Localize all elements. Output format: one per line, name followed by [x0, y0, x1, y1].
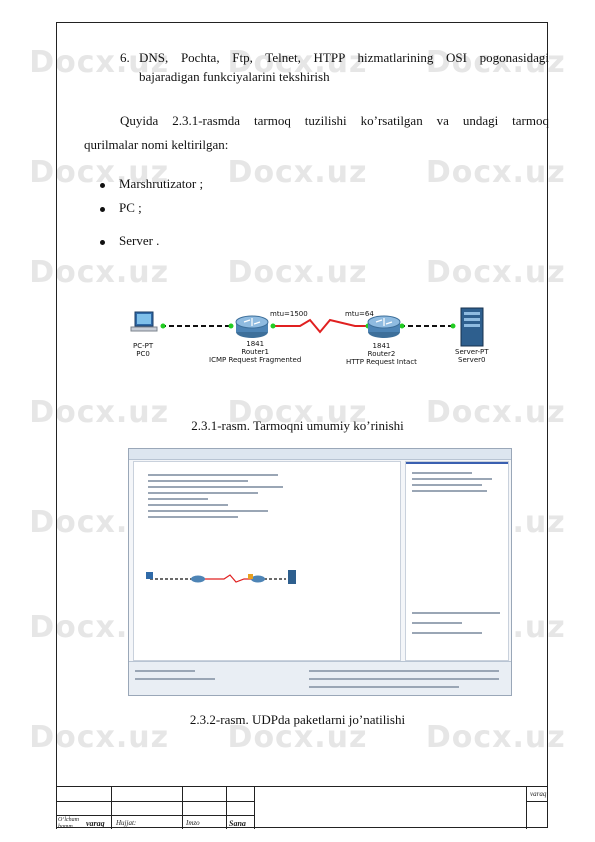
bullet-item: Marshrutizator ; [100, 176, 203, 192]
figure-caption: 2.3.1-rasm. Tarmoqni umumiy ko’rinishi [191, 418, 404, 433]
bullet-icon [100, 182, 105, 188]
sheet-label: varaq [530, 790, 547, 798]
port-dot-icon [228, 323, 234, 329]
port-dot-icon [270, 323, 276, 329]
intro-line: Quyida 2.3.1-rasmda tarmoq tuzilishi ko’… [120, 113, 549, 128]
change-label: hamm [58, 824, 73, 830]
sheet-label: varaq [86, 819, 105, 828]
bullet-item: PC ; [100, 200, 142, 216]
list-number: 6. [120, 50, 130, 65]
mini-topology [146, 570, 296, 584]
signature-label: Imzo [186, 819, 200, 827]
pc-icon [130, 311, 158, 332]
date-label: Sana [229, 819, 246, 828]
event-list-panel [405, 461, 509, 661]
app-toolbar [129, 449, 511, 460]
page-frame [56, 22, 548, 828]
server-icon [460, 307, 484, 347]
link-label: mtu=64 [345, 310, 374, 318]
port-dot-icon [450, 323, 456, 329]
list-item-line: DNS, Pochta, Ftp, Telnet, HTPP hizmatlar… [139, 50, 549, 65]
router-icon [235, 315, 269, 338]
document-label: Hujjat: [116, 819, 137, 827]
port-dot-icon [160, 323, 166, 329]
bullet-icon [100, 206, 105, 212]
list-item-line: bajaradigan funkciyalarini tekshirish [139, 69, 330, 84]
port-dot-icon [399, 323, 405, 329]
intro-line: qurilmalar nomi keltirilgan: [84, 137, 229, 152]
router-icon [367, 315, 401, 338]
figure-caption: 2.3.2-rasm. UDPda paketlarni jo’natilish… [189, 712, 406, 727]
bottom-toolbar [129, 661, 511, 695]
bullet-icon [100, 239, 105, 245]
network-diagram-svg [130, 307, 484, 347]
change-label: O‘lcham [58, 817, 79, 823]
link-label: mtu=1500 [270, 310, 308, 318]
title-block: varaq O‘lcham hamm varaq Hujjat: Imzo Sa… [56, 786, 548, 830]
bullet-item: Server . [100, 233, 159, 249]
link-router1-router2 [271, 318, 370, 334]
logical-workspace [133, 461, 401, 661]
simulation-screenshot [128, 448, 512, 696]
